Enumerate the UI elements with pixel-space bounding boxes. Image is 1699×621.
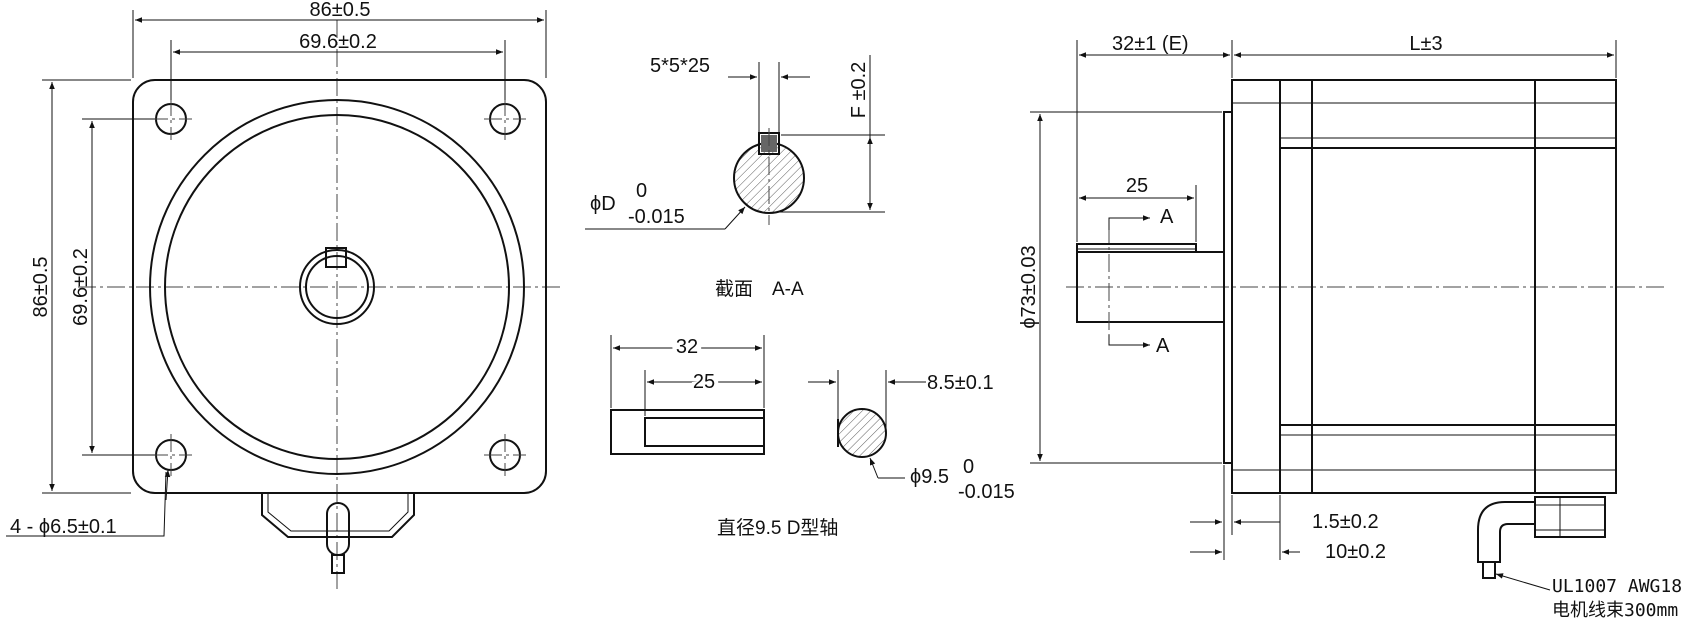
side-cable (1477, 501, 1535, 563)
front-shaft-inner (305, 255, 369, 319)
dim-height-overall: 86±0.5 (30, 256, 52, 317)
dim-width-holes: 69.6±0.2 (299, 31, 377, 53)
front-cable-tip (331, 554, 345, 574)
holes-leader-arrow (164, 469, 171, 501)
front-cable-gland (261, 493, 415, 538)
front-view: 86±0.5 69.6±0.2 86±0.5 69.6±0.2 4 - ϕ6.5… (6, 0, 560, 590)
holes-callout: 4 - ϕ6.5±0.1 (10, 516, 117, 538)
dim-dshaft-lower: -0.015 (958, 481, 1015, 503)
dim-shaft-len: 32±1 (E) (1112, 33, 1189, 55)
dim-key-len-side: 25 (1126, 175, 1148, 197)
side-view: A A 32±1 (E) L±3 25 ϕ73±0.03 1.5±0.2 10±… (1018, 33, 1682, 621)
dim-step2: 10±0.2 (1325, 541, 1386, 563)
front-pilot-outer (149, 99, 525, 475)
dim-height-holes: 69.6±0.2 (70, 248, 92, 326)
front-key (325, 247, 347, 268)
dim-flat: 8.5±0.1 (927, 372, 994, 394)
dim-body-len: L±3 (1409, 33, 1442, 55)
d-shaft-caption: 直径9.5 D型轴 (717, 517, 838, 539)
side-cable-tip (1482, 561, 1496, 579)
d-shaft-circle (837, 408, 887, 458)
key-detail: 32 25 (610, 332, 765, 455)
phid-leader-arrow (724, 206, 746, 230)
front-shaft-outer (299, 249, 375, 325)
front-cable-gland-inner (267, 493, 409, 532)
dim-dshaft-upper: 0 (963, 456, 974, 478)
dim-key-size: 5*5*25 (650, 55, 710, 77)
dim-dshaft: ϕ9.5 (910, 466, 949, 488)
key-outer (610, 409, 765, 455)
dim-phid-upper: 0 (636, 180, 647, 202)
section-title: 截面 A-A (715, 278, 804, 300)
side-cable-gland (1534, 496, 1606, 538)
wire-length: 电机线束300mm (1552, 600, 1678, 621)
section-aa: 5*5*25 F ±0.2 ϕD 0 -0.015 截面 A-A (585, 55, 885, 300)
dim-step1: 1.5±0.2 (1312, 511, 1379, 533)
section-mark-bot (1108, 335, 1150, 348)
front-flange (132, 79, 547, 494)
dim-f: F ±0.2 (848, 62, 870, 119)
wire-leader (1495, 573, 1551, 591)
front-pilot-inner (164, 114, 510, 460)
dim-phid: ϕD (590, 193, 616, 215)
dim-width-overall: 86±0.5 (309, 0, 370, 21)
holes-leader (6, 471, 167, 537)
key-inner (644, 417, 765, 447)
dim-key-total: 32 (676, 336, 698, 358)
dshaft-leader-arrow (869, 457, 879, 479)
dim-phid-lower: -0.015 (628, 206, 685, 228)
section-mark-label-top: A (1160, 206, 1174, 228)
section-mark-label-bot: A (1156, 335, 1170, 357)
dim-pilot-dia: ϕ73±0.03 (1018, 245, 1040, 328)
side-shaft (1076, 251, 1225, 323)
section-mark-top (1108, 215, 1150, 230)
wire-spec: UL1007 AWG18 (1552, 576, 1682, 597)
d-shaft-section: 8.5±0.1 ϕ9.5 0 -0.015 直径9.5 D型轴 (717, 370, 1015, 539)
dim-key-len: 25 (693, 371, 715, 393)
side-key (1076, 243, 1197, 252)
front-cable (326, 502, 350, 556)
